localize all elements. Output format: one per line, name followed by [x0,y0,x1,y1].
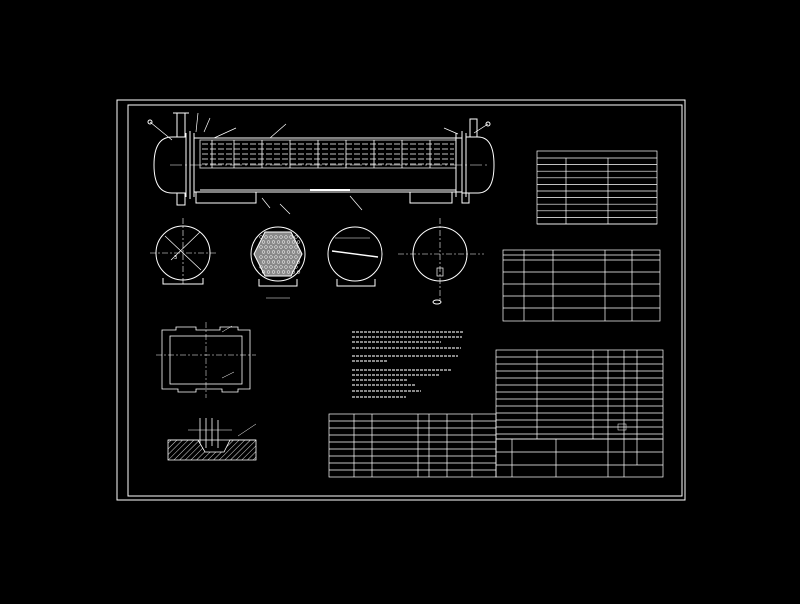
baffle-plates [211,140,431,168]
right-channel-head [466,136,495,194]
tube-hole [276,270,281,274]
tube-hole [281,260,286,264]
tube-hole [289,255,293,259]
tube-hole [294,265,298,269]
technical-notes [352,331,463,398]
inner-frame [127,104,683,497]
left-saddle [195,192,257,204]
tube-hole [266,260,271,264]
tube-hole [269,265,273,269]
section-b-view [398,218,484,305]
tube-hole [269,245,273,249]
left-top-nozzle [176,112,186,138]
tube-hole [279,245,283,249]
tube-hole [284,265,288,269]
left-bottom-nozzle [176,192,186,206]
tube-hole [296,240,301,244]
baffle-view [327,226,383,287]
tube-hole [264,265,268,269]
tube-hole [286,250,291,254]
tube-hole [274,235,278,239]
tube-hole [296,270,301,274]
tube-hole [274,255,278,259]
tube-hole [261,260,266,264]
tube-hole [286,260,291,264]
tube-hole [269,255,273,259]
section-a-view: 3 [150,218,216,286]
svg-text:3: 3 [174,255,177,261]
tube-hole [294,235,298,239]
tube-hole [281,270,286,274]
outer-frame [116,99,686,501]
tube-hole [291,260,296,264]
tube-hole [286,270,291,274]
tubesheet-layout-view [250,226,306,299]
technical-data-table [536,150,658,225]
exchanger-elevation [147,112,495,215]
tube-hole [294,255,298,259]
right-top-nozzle [469,118,478,138]
tube-hole [284,255,288,259]
tube-hole [261,250,266,254]
tube-hole [276,240,281,244]
tube-hole [291,250,296,254]
tube-hole [281,240,286,244]
tube-rows [202,143,454,165]
tube-hole [291,240,296,244]
tube-hole [289,235,293,239]
left-channel-head [153,136,186,194]
tube-hole [296,250,301,254]
tube-hole [266,240,271,244]
tube-hole [284,235,288,239]
tube-hole [266,270,271,274]
tube-holes [259,235,301,274]
tube-hole [276,260,281,264]
tube-hole [261,240,266,244]
tube-hole [259,265,263,269]
tube-hex-pattern [253,231,303,277]
parts-list-table [495,349,664,440]
tube-hole [271,270,276,274]
right-saddle [409,192,453,204]
detail-view [156,322,256,398]
tube-hole [271,260,276,264]
tube-hole [271,240,276,244]
tube-hole [271,250,276,254]
tube-hole [264,245,268,249]
tube-hole [289,265,293,269]
tube-hole [276,250,281,254]
tube-hole [294,245,298,249]
tube-hole [279,235,283,239]
tube-hole [259,255,263,259]
tube-hole [279,265,283,269]
right-bottom-nozzle [461,192,470,204]
weld-detail [167,418,257,461]
tube-hole [274,265,278,269]
tube-hole [296,260,301,264]
tube-hole [289,245,293,249]
tube-hole [266,250,271,254]
nozzle-schedule-table [502,249,661,322]
tube-hole [259,245,263,249]
tube-hole [291,270,296,274]
tube-hole [264,255,268,259]
tube-hole [274,245,278,249]
tube-hole [269,235,273,239]
tube-hole [284,245,288,249]
tube-hole [286,240,291,244]
tube-hole [281,250,286,254]
tube-hole [279,255,283,259]
title-block [495,423,664,478]
revision-table [328,413,497,478]
tube-hole [264,235,268,239]
tube-hole [259,235,263,239]
tube-hole [261,270,266,274]
